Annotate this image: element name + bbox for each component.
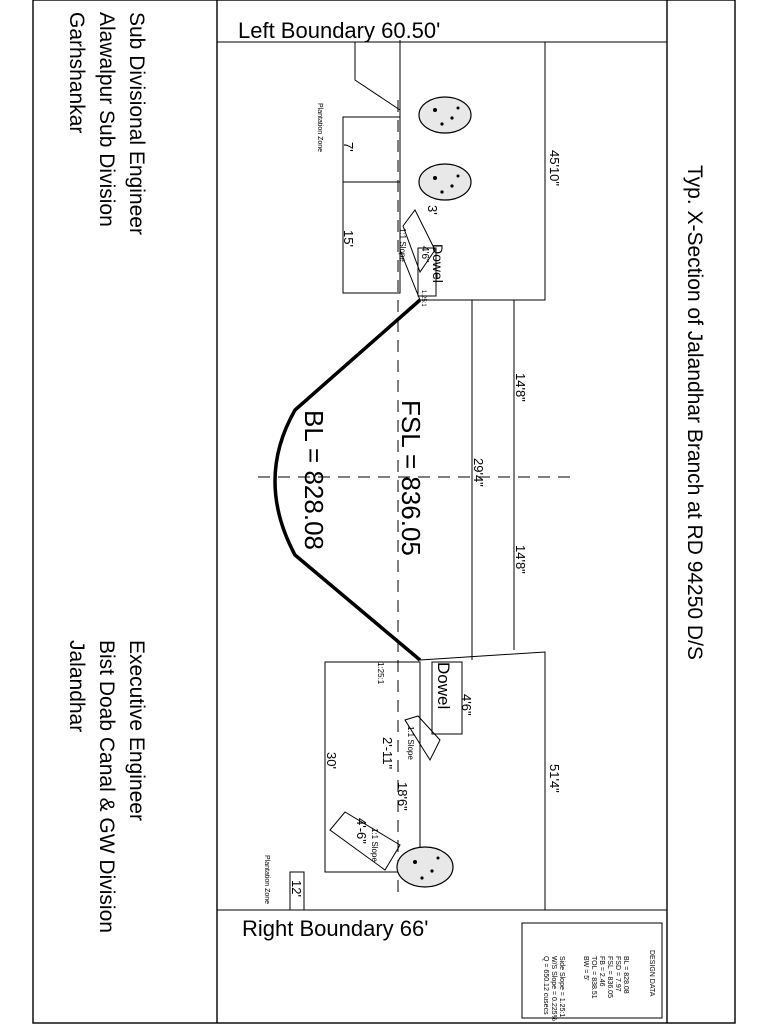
design-data-line: BL = 828.08 bbox=[622, 956, 629, 994]
left-dowel-label: Dowel bbox=[430, 244, 446, 283]
design-data-line: W/S Slope = 0.225% bbox=[550, 956, 557, 1021]
bed-half-top-1: 14'8" bbox=[513, 373, 528, 402]
left-boundary-label: Left Boundary 60.50' bbox=[238, 18, 440, 43]
design-data-line: FSD = 7.97 bbox=[614, 956, 621, 992]
bl-label: BL = 828.08 bbox=[299, 410, 329, 550]
tree-icon bbox=[418, 163, 472, 201]
left-dim-7: 7' bbox=[341, 142, 356, 152]
left-dowel bbox=[417, 247, 437, 297]
signature-line: Sub Divisional Engineer bbox=[125, 12, 148, 235]
left-slope-1-25: 1.25:1 bbox=[420, 290, 426, 307]
left-boundary-edge bbox=[354, 42, 401, 111]
right-berm-box bbox=[324, 661, 421, 873]
signature-line: Executive Engineer bbox=[125, 640, 148, 821]
left-dim-3: 3' bbox=[425, 205, 440, 215]
right-slope-1-1-a: 1:1 Slope bbox=[406, 726, 415, 760]
design-data-line: BW = 5' bbox=[582, 956, 589, 980]
left-width-total: 45'10" bbox=[547, 150, 562, 186]
right-boundary-label: Right Boundary 66' bbox=[242, 916, 428, 941]
sheet-border bbox=[32, 0, 736, 1024]
bed-full-top: 29'4" bbox=[471, 458, 486, 487]
right-dowel bbox=[431, 661, 463, 735]
left-slope-1-1: 1:1 Slope bbox=[398, 228, 407, 262]
right-plantation-zone-box bbox=[289, 871, 305, 911]
design-data-line: FSL = 836.05 bbox=[606, 956, 613, 998]
left-dim-15: 15' bbox=[341, 230, 356, 247]
right-plantation-zone-label: Plantation Zone bbox=[263, 855, 270, 904]
design-data-line: TOL = 838.51 bbox=[590, 956, 597, 999]
right-slope-1-25: 1:25:1 bbox=[376, 662, 385, 685]
right-dim-12: 12' bbox=[289, 880, 304, 897]
design-data-line: Side Slope = 1.25:1 bbox=[558, 956, 565, 1017]
design-data-heading: DESIGN DATA bbox=[648, 950, 655, 997]
right-dim-30: 30' bbox=[324, 752, 339, 769]
drawing-title: Typ. X-Section of Jalandhar Branch at RD… bbox=[683, 165, 706, 660]
left-dowel-slope bbox=[402, 209, 436, 274]
right-dim-18-6: 18'6" bbox=[395, 782, 410, 811]
left-signature-block: Sub Divisional Engineer Alawalpur Sub Di… bbox=[65, 12, 148, 235]
left-berm-box bbox=[342, 181, 401, 294]
right-dim-4-6: 4'6" bbox=[459, 694, 474, 716]
design-data-line: FB = 2.46 bbox=[598, 956, 605, 987]
right-dim-4-6b: 4'-6" bbox=[354, 818, 369, 844]
signature-line: Garhshankar bbox=[65, 12, 88, 133]
design-data-line: Q = 650.12 cusecs bbox=[542, 956, 549, 1015]
fsl-label: FSL = 836.05 bbox=[396, 400, 426, 556]
left-dim-4-6: 4'6" bbox=[419, 246, 430, 263]
signature-line: Alawalpur Sub Division bbox=[95, 12, 118, 227]
right-slope-1-1-b: 1:1 Slope bbox=[370, 828, 379, 862]
canal-section-profile bbox=[273, 298, 422, 662]
right-bank-outline bbox=[419, 651, 546, 910]
signature-line: Bist Doab Canal & GW Division bbox=[95, 640, 118, 933]
bed-half-top-2: 14'8" bbox=[513, 545, 528, 574]
right-dowel-label: Dowel bbox=[434, 662, 453, 709]
left-plantation-zone-label: Plantation Zone bbox=[316, 103, 323, 152]
right-width-total: 51'4" bbox=[547, 764, 562, 793]
right-dim-2-11: 2'-11" bbox=[380, 737, 395, 770]
design-data-box bbox=[521, 922, 663, 1019]
tree-icon bbox=[396, 846, 454, 888]
tree-icon bbox=[418, 96, 472, 134]
signature-line: Jalandhar bbox=[65, 640, 88, 732]
right-signature-block: Executive Engineer Bist Doab Canal & GW … bbox=[65, 640, 148, 933]
right-dowel-slope bbox=[404, 715, 441, 762]
design-data: DESIGN DATA BL = 828.08 FSD = 7.97 FSL =… bbox=[542, 950, 655, 1021]
right-lower-slope bbox=[329, 811, 401, 871]
